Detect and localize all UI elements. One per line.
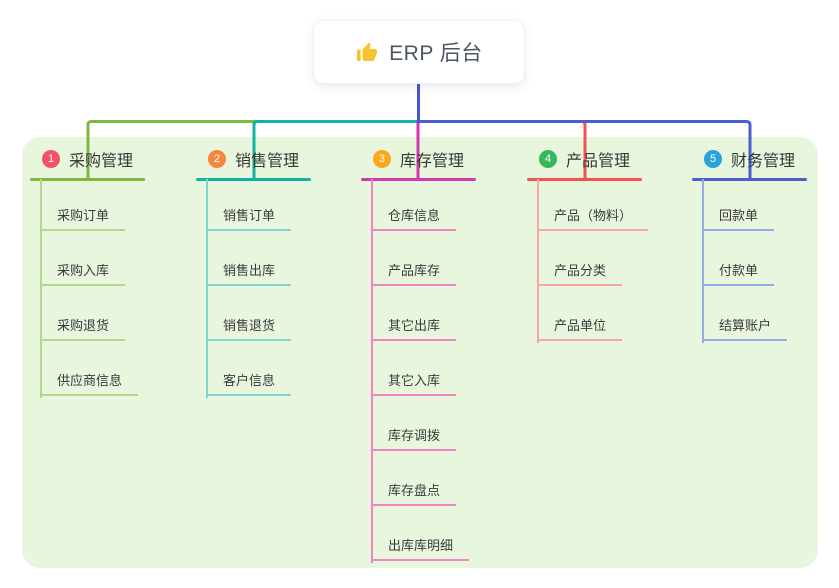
branch-number-badge: 2 xyxy=(208,150,226,168)
branch-label: 销售管理 xyxy=(235,153,300,170)
child-node[interactable]: 付款单 xyxy=(702,254,775,286)
child-node[interactable]: 产品分类 xyxy=(537,254,623,286)
child-node[interactable]: 库存盘点 xyxy=(371,474,457,506)
branch-3: 3 库存管理 仓库信息 产品库存 其它出库 其它入库 库存调拨 库存盘点 出库库… xyxy=(361,146,521,563)
branch-node[interactable]: 2 销售管理 xyxy=(196,146,356,172)
child-label: 销售出库 xyxy=(223,262,276,278)
child-node[interactable]: 销售退货 xyxy=(206,309,292,341)
child-node[interactable]: 产品（物料） xyxy=(537,199,649,231)
branch-children-connector xyxy=(371,179,373,563)
child-node[interactable]: 销售订单 xyxy=(206,199,292,231)
branch-children-connector xyxy=(206,179,208,398)
child-node[interactable]: 回款单 xyxy=(702,199,775,231)
child-label: 出库库明细 xyxy=(388,537,454,553)
child-label: 采购退货 xyxy=(57,317,110,333)
child-label: 客户信息 xyxy=(223,372,276,388)
child-node[interactable]: 库存调拨 xyxy=(371,419,457,451)
branch-number-badge: 4 xyxy=(539,150,557,168)
branch-underline xyxy=(692,178,807,181)
branch-underline xyxy=(361,178,476,181)
thumbs-up-icon xyxy=(357,42,378,61)
branch-node[interactable]: 3 库存管理 xyxy=(361,146,521,172)
branch-children-connector xyxy=(537,179,539,343)
child-node[interactable]: 销售出库 xyxy=(206,254,292,286)
branch-node[interactable]: 4 产品管理 xyxy=(527,146,687,172)
branch-number-badge: 3 xyxy=(373,150,391,168)
child-label: 库存调拨 xyxy=(388,427,441,443)
child-node[interactable]: 产品单位 xyxy=(537,309,623,341)
child-label: 采购订单 xyxy=(57,207,110,223)
child-node[interactable]: 采购退货 xyxy=(40,309,126,341)
child-node[interactable]: 采购订单 xyxy=(40,199,126,231)
branch-node[interactable]: 1 采购管理 xyxy=(30,146,190,172)
branch-5: 5 财务管理 回款单 付款单 结算账户 xyxy=(692,146,839,343)
root-node[interactable]: ERP 后台 xyxy=(313,20,525,84)
branch-label: 产品管理 xyxy=(566,153,631,170)
branch-underline xyxy=(527,178,642,181)
child-node[interactable]: 其它入库 xyxy=(371,364,457,396)
child-node[interactable]: 产品库存 xyxy=(371,254,457,286)
child-label: 产品分类 xyxy=(554,262,607,278)
child-node[interactable]: 仓库信息 xyxy=(371,199,457,231)
branch-label: 采购管理 xyxy=(69,153,134,170)
child-label: 付款单 xyxy=(719,262,759,278)
branch-number-badge: 5 xyxy=(704,150,722,168)
child-node[interactable]: 客户信息 xyxy=(206,364,292,396)
branch-2: 2 销售管理 销售订单 销售出库 销售退货 客户信息 xyxy=(196,146,356,398)
child-label: 其它出库 xyxy=(388,317,441,333)
child-label: 结算账户 xyxy=(719,317,772,333)
child-label: 仓库信息 xyxy=(388,207,441,223)
child-node[interactable]: 结算账户 xyxy=(702,309,788,341)
child-label: 供应商信息 xyxy=(57,372,123,388)
branches-container xyxy=(22,137,818,568)
child-label: 销售订单 xyxy=(223,207,276,223)
branch-underline xyxy=(30,178,145,181)
child-label: 库存盘点 xyxy=(388,482,441,498)
branch-children-connector xyxy=(40,179,42,398)
root-label: ERP 后台 xyxy=(389,42,483,65)
branch-number-badge: 1 xyxy=(42,150,60,168)
child-label: 产品（物料） xyxy=(554,207,633,223)
branch-label: 财务管理 xyxy=(731,153,796,170)
child-label: 产品库存 xyxy=(388,262,441,278)
child-label: 产品单位 xyxy=(554,317,607,333)
child-label: 其它入库 xyxy=(388,372,441,388)
branch-4: 4 产品管理 产品（物料） 产品分类 产品单位 xyxy=(527,146,687,343)
child-node[interactable]: 采购入库 xyxy=(40,254,126,286)
child-node[interactable]: 供应商信息 xyxy=(40,364,139,396)
branch-children-connector xyxy=(702,179,704,343)
branch-label: 库存管理 xyxy=(400,153,465,170)
branch-node[interactable]: 5 财务管理 xyxy=(692,146,839,172)
child-label: 销售退货 xyxy=(223,317,276,333)
child-label: 回款单 xyxy=(719,207,759,223)
child-node[interactable]: 出库库明细 xyxy=(371,529,470,561)
branch-1: 1 采购管理 采购订单 采购入库 采购退货 供应商信息 xyxy=(30,146,190,398)
child-node[interactable]: 其它出库 xyxy=(371,309,457,341)
child-label: 采购入库 xyxy=(57,262,110,278)
branch-underline xyxy=(196,178,311,181)
